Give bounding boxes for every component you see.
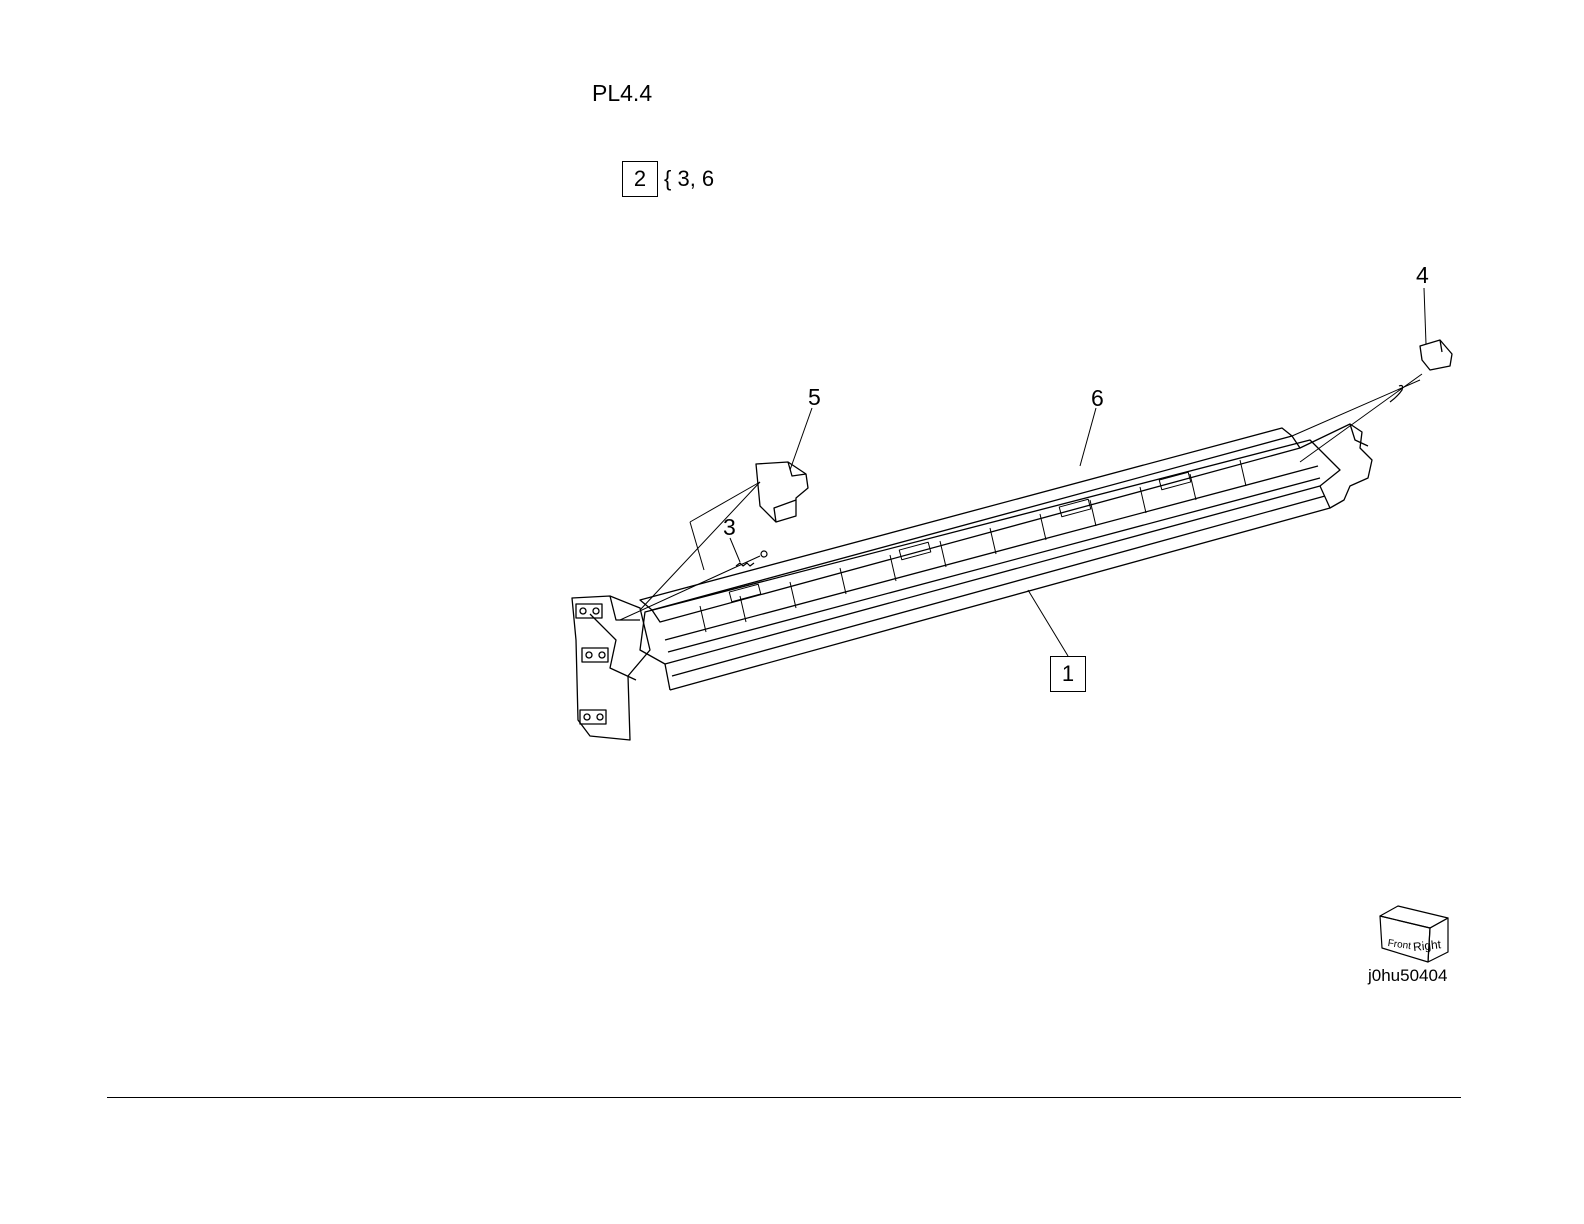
figure-code: j0hu50404 [1368, 966, 1447, 986]
part-4-cap [1420, 340, 1452, 370]
part-5-clip [756, 462, 808, 522]
assembly-drawing [572, 424, 1372, 740]
callout-part-3: 3 [723, 514, 736, 541]
callout-part-4: 4 [1416, 262, 1429, 289]
part-3-spring [736, 551, 767, 566]
cube-right-label: Right [1412, 937, 1442, 954]
callout-part-1: 1 [1050, 656, 1086, 692]
callout-part-1-box: 1 [1050, 656, 1086, 692]
footer-divider [107, 1097, 1461, 1098]
callout-part-6: 6 [1091, 385, 1104, 412]
callout-part-5: 5 [808, 384, 821, 411]
cube-front-label: Front [1387, 938, 1412, 952]
